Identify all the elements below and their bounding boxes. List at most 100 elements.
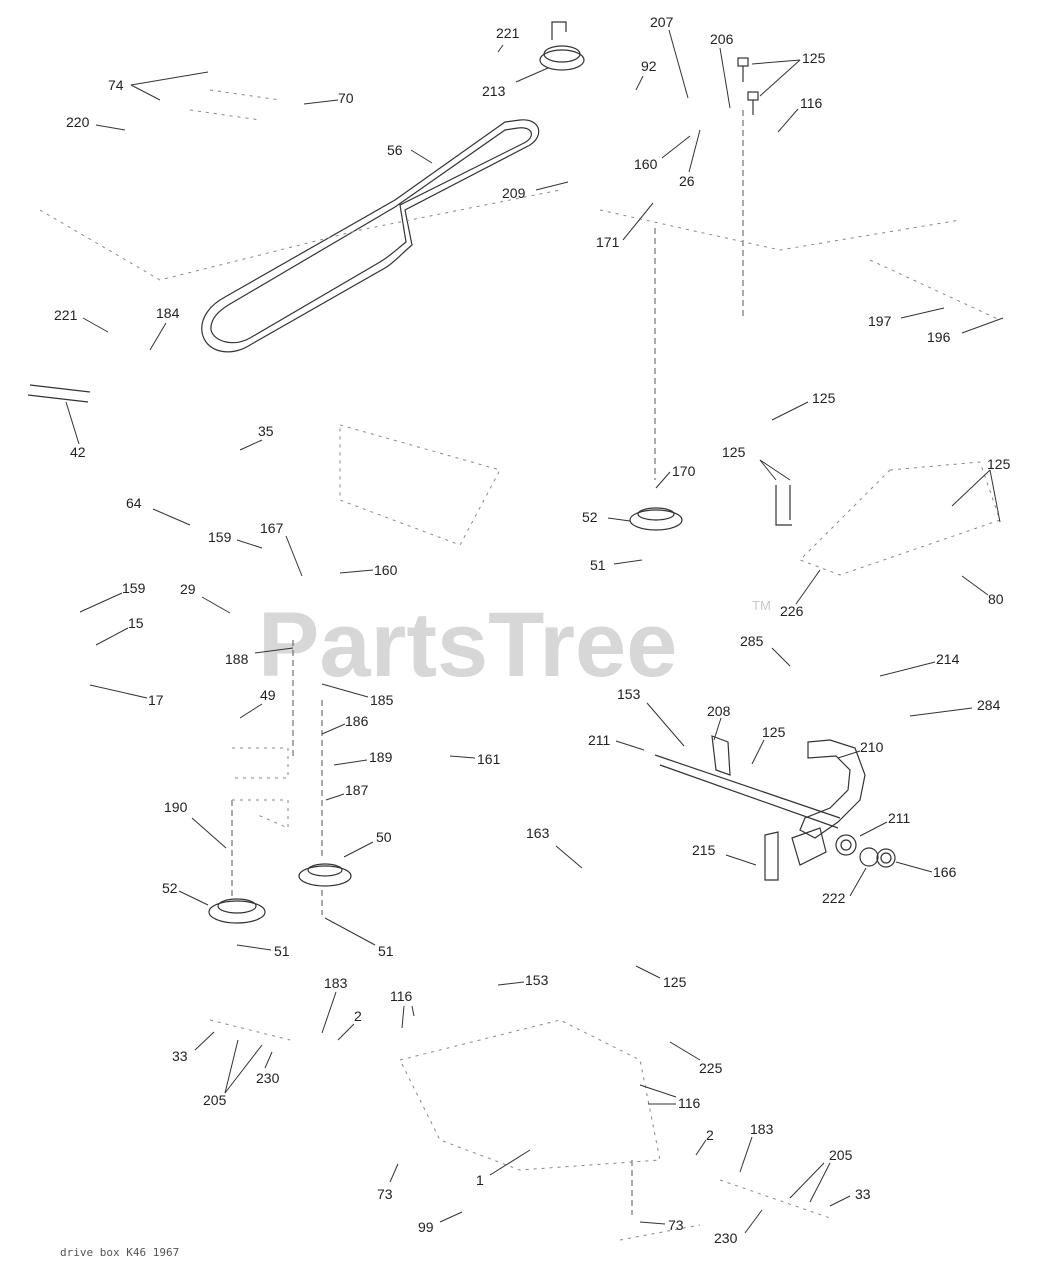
callout-220: 220 [66,114,90,130]
callout-51-upper: 51 [590,557,606,573]
callout-211-left: 211 [588,732,611,748]
callout-125-bracket: 125 [722,444,746,460]
pulley-52-lower [208,900,266,924]
bolt-125-a [737,57,749,67]
callout-206: 206 [710,31,734,47]
callout-225: 225 [699,1060,723,1076]
frame-sketch-right [599,209,1001,321]
bolt-125-b [747,91,759,101]
spacer-215 [764,831,779,881]
callout-49: 49 [260,687,276,703]
callout-160-top: 160 [634,156,658,172]
callout-160-mid: 160 [374,562,398,578]
pedal-shaft [654,754,841,819]
callout-116-right: 116 [678,1095,701,1111]
callout-284: 284 [977,697,1001,713]
callout-2-right: 2 [706,1127,714,1143]
ring-166 [876,848,896,868]
callout-1: 1 [476,1172,484,1188]
callout-116-lower: 116 [390,988,413,1004]
callout-33-left: 33 [172,1048,188,1064]
bracket-80 [799,461,1001,576]
callout-125-top: 125 [802,50,826,66]
callout-184-top: 184 [156,305,180,321]
callout-33-right: 33 [855,1186,871,1202]
callout-42: 42 [70,444,86,460]
callout-74-top: 74 [108,77,124,93]
callout-70: 70 [338,90,354,106]
callout-207: 207 [650,14,674,30]
callout-171: 171 [596,234,620,250]
callout-163: 163 [526,825,550,841]
pulley-213-bracket [551,21,567,40]
callout-161: 161 [477,751,501,767]
callout-99: 99 [418,1219,434,1235]
callout-2-left: 2 [354,1008,362,1024]
callout-221-left: 221 [54,307,78,323]
callout-92: 92 [641,58,657,74]
callout-15: 15 [128,615,144,631]
callout-214: 214 [936,651,960,667]
callout-196: 196 [927,329,951,345]
callout-209: 209 [502,185,526,201]
drive-belt [201,119,540,353]
pulley-52-upper [629,509,683,531]
callout-166: 166 [933,864,957,880]
callout-116-top: 116 [800,95,823,111]
transaxle-99 [399,1019,661,1171]
callout-197: 197 [868,313,892,329]
watermark-trademark: TM [752,598,771,613]
bushing-211-hole [840,839,852,851]
callout-285: 285 [740,633,764,649]
callout-159-left: 159 [122,580,146,596]
callout-153-upper: 153 [617,686,641,702]
washer-222 [859,847,879,867]
pedal-arm-plate [791,827,827,866]
pulley-52-upper-hub [637,507,675,521]
callout-230-left: 230 [256,1070,280,1086]
guard-74 [189,89,281,121]
callout-50: 50 [376,829,392,845]
callout-80: 80 [988,591,1004,607]
callout-167: 167 [260,520,284,536]
callout-73-left: 73 [377,1186,393,1202]
leader-lines [65,29,1004,1234]
callout-221-top: 221 [496,25,520,41]
callout-205-left: 205 [203,1092,227,1108]
pedal-bracket-208 [711,735,731,776]
callout-125-pedal: 125 [762,724,786,740]
pulley-50 [298,865,352,887]
pulley-50-hub [307,863,343,877]
callout-185: 185 [370,692,394,708]
callout-159-mid: 159 [208,529,232,545]
rod-42 [27,384,91,403]
callout-188: 188 [225,651,249,667]
callout-51-lower-b: 51 [378,943,394,959]
callout-125-mid: 125 [812,390,836,406]
callout-170: 170 [672,463,696,479]
callout-190: 190 [164,799,188,815]
ring-166-hole [880,852,892,864]
pulley-52-lower-hub [217,898,257,914]
callout-230-right: 230 [714,1230,738,1246]
pedal-210 [799,739,866,839]
callout-210: 210 [860,739,884,755]
pulley-213-top [543,45,581,63]
callout-183-right: 183 [750,1121,774,1137]
callout-52-lower: 52 [162,880,178,896]
callout-189: 189 [369,749,393,765]
callout-183-left: 183 [324,975,348,991]
callout-205-right: 205 [829,1147,853,1163]
callout-125-right: 125 [987,456,1011,472]
part-73-lower [619,1224,701,1241]
diagram-footer: drive box K46 1967 [60,1246,179,1259]
frame-sketch-upper [39,189,561,546]
callout-51-lower-a: 51 [274,943,290,959]
callout-226: 226 [780,603,804,619]
callout-213: 213 [482,83,506,99]
watermark: PartsTree [258,594,677,696]
callout-222: 222 [822,890,846,906]
callout-215: 215 [692,842,716,858]
callout-211-right: 211 [888,810,911,826]
